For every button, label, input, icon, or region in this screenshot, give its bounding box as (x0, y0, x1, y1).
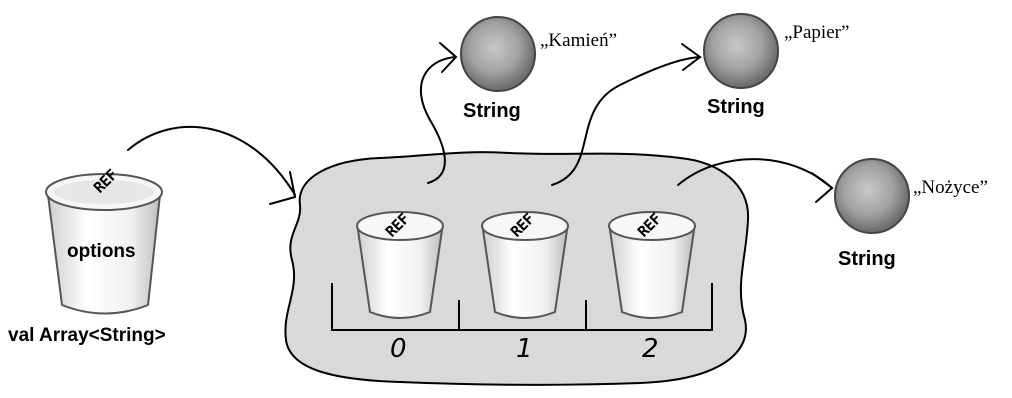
string-object-papier-ball-icon (703, 13, 779, 89)
arrowhead-slot0-to-kamien (439, 42, 458, 73)
string-kamien-value: „Kamień” (540, 30, 618, 51)
ref-arrow-slot0-to-kamien (419, 56, 456, 184)
ref-arrow-options-to-array (127, 125, 296, 196)
string-kamien-type-label: String (463, 100, 521, 122)
slot-1-cup-icon (481, 211, 569, 319)
options-variable-name: options (67, 241, 136, 262)
arrowhead-options-to-array (269, 171, 297, 205)
arrowhead-slot2-to-nozyce (811, 172, 834, 203)
options-variable-cup-icon (45, 173, 163, 315)
string-papier-value: „Papier” (784, 22, 850, 43)
string-papier-type-label: String (707, 96, 765, 118)
slot-2-cup-icon (608, 211, 696, 319)
array-index-brackets (331, 283, 713, 331)
ref-arrow-slot1-to-papier (551, 56, 701, 186)
slot-0-cup-icon (356, 211, 444, 319)
options-variable-type: val Array<String> (8, 325, 166, 346)
string-object-kamien-ball-icon (460, 16, 536, 92)
array-index-1: 1 (516, 334, 533, 364)
array-index-2: 2 (642, 334, 659, 364)
string-nozyce-value: „Nożyce” (913, 177, 988, 198)
arrowhead-slot1-to-papier (681, 43, 702, 71)
array-index-0: 0 (390, 334, 407, 364)
string-object-nozyce-ball-icon (834, 158, 910, 234)
string-nozyce-type-label: String (838, 248, 896, 270)
